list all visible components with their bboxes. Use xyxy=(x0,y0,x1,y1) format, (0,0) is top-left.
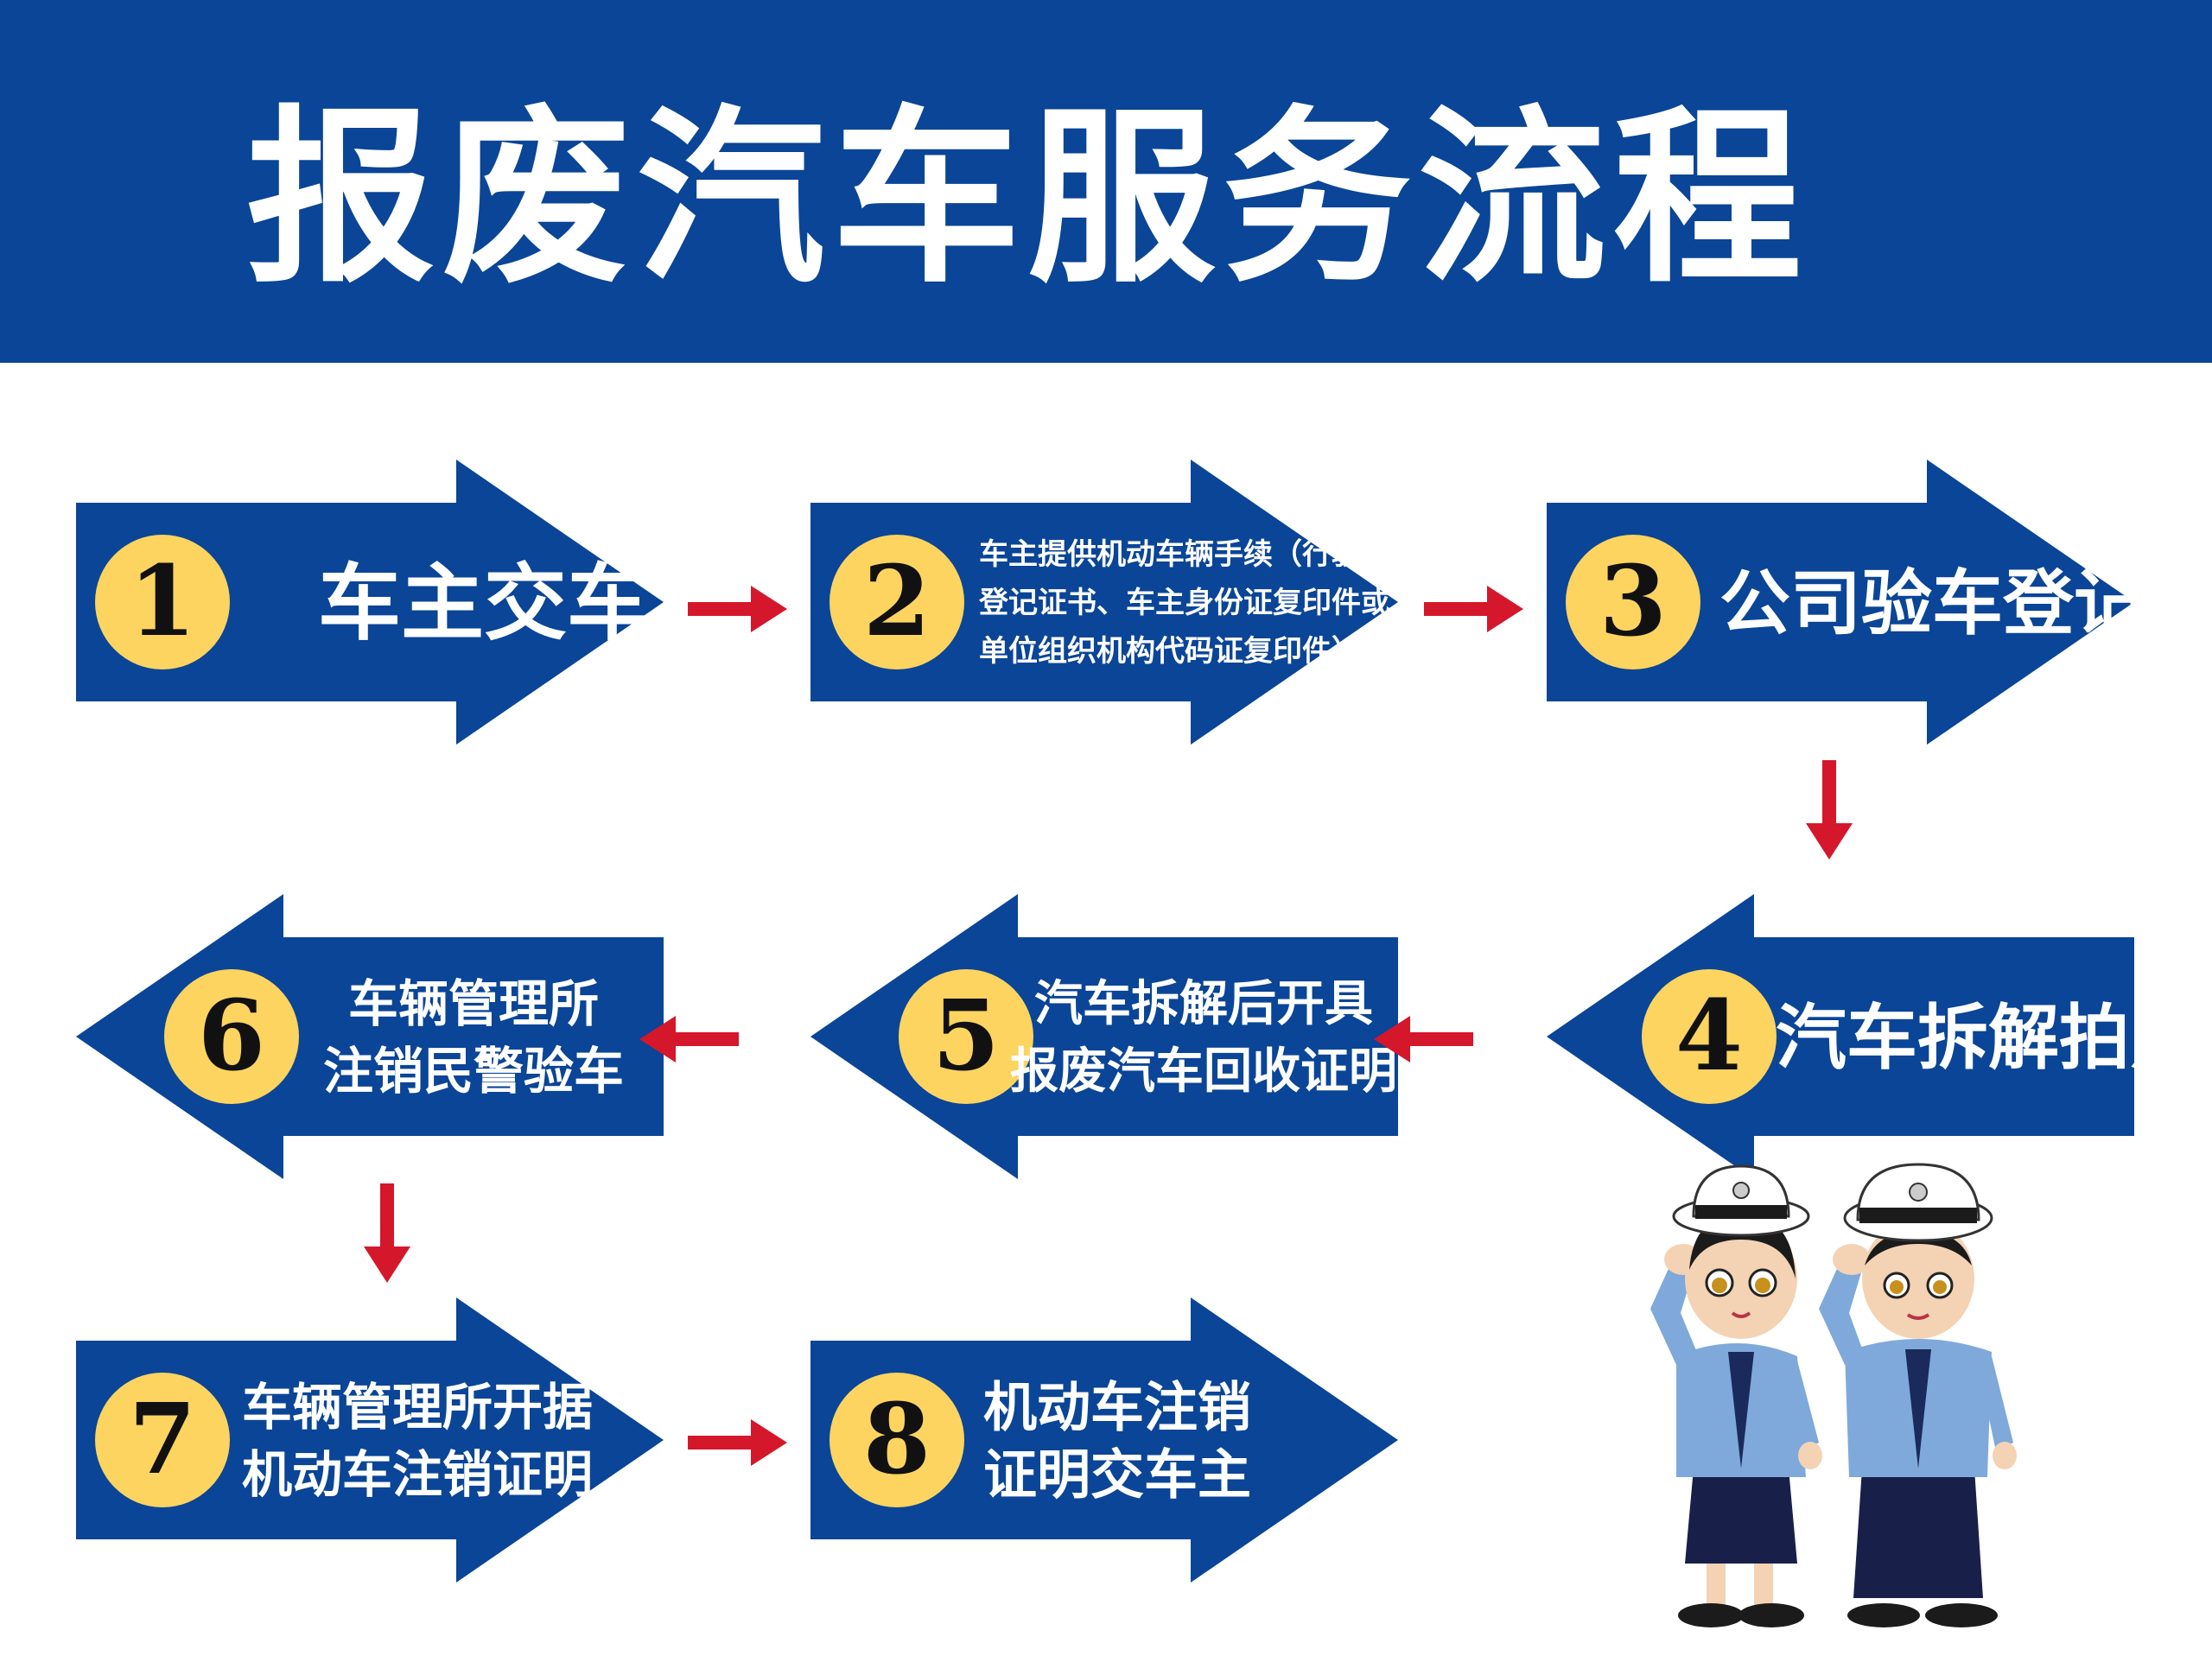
connector-2-to-3-arrow-icon xyxy=(1424,586,1523,632)
step-8-label-line-2: 证明交车主 xyxy=(983,1443,1251,1506)
step-1-number-badge xyxy=(95,535,230,669)
connector-6-to-7-arrow-icon xyxy=(364,1183,410,1283)
connector-4-to-5-arrow-icon xyxy=(1374,1016,1473,1063)
page-title: 报废汽车服务流程 xyxy=(246,90,1808,308)
step-7-number: 7 xyxy=(129,1383,196,1496)
step-1-arrow xyxy=(76,460,664,745)
step-4-number-badge xyxy=(1642,969,1777,1104)
connector-5-to-6-arrow-icon xyxy=(639,1016,739,1063)
step-2-number: 2 xyxy=(863,545,931,658)
step-7-label-line-2: 机动车注销证明 xyxy=(242,1445,593,1504)
step-3: 3 公司验车登记 xyxy=(1547,460,2145,745)
step-3-arrow xyxy=(1547,460,2134,745)
step-7-arrow xyxy=(76,1297,664,1583)
step-5-label-line-2: 报废汽车回收证明 xyxy=(1010,1044,1397,1100)
step-7-label-line-1: 车辆管理所开据 xyxy=(242,1378,593,1437)
step-2-label-line-1: 车主提供机动车辆手续（行驶证、 xyxy=(979,537,1420,572)
step-3-number-badge xyxy=(1566,535,1700,669)
step-8-label-line-1: 机动车注销 xyxy=(983,1375,1251,1438)
step-1: 1 车主交车 xyxy=(76,460,664,745)
step-6-label-line-2: 注销民警验车 xyxy=(323,1042,624,1101)
step-4: 4 汽车拆解拍照 xyxy=(1547,894,2201,1179)
connector-1-to-2-arrow-icon xyxy=(688,586,787,632)
step-3-number: 3 xyxy=(1599,545,1667,658)
step-7-number-badge xyxy=(95,1373,230,1507)
connector-7-to-8-arrow-icon xyxy=(688,1419,787,1466)
step-6-label-line-1: 车辆管理所 xyxy=(348,974,599,1033)
step-5-label-line-1: 汽车拆解后开具 xyxy=(1034,976,1373,1032)
step-2-label-line-3: 单位组织机构代码证复印件）。 xyxy=(979,634,1376,669)
step-6-arrow xyxy=(76,894,664,1179)
step-1-number: 1 xyxy=(129,545,196,658)
step-5-number-badge xyxy=(899,969,1033,1104)
step-2-arrow xyxy=(810,460,1398,745)
step-5-arrow xyxy=(810,894,1398,1179)
step-2: 2 车主提供机动车辆手续（行驶证、登记证书、车主身份证复印件或单位组织机构代码证复… xyxy=(810,460,1420,745)
step-6-number-badge xyxy=(164,969,299,1104)
connector-3-to-4-arrow-icon xyxy=(1806,760,1853,860)
female-officer-figure xyxy=(1650,1164,1822,1627)
step-8-number-badge xyxy=(830,1373,964,1507)
step-6-number: 6 xyxy=(198,980,265,1093)
step-5-number: 5 xyxy=(932,980,1000,1093)
step-4-arrow xyxy=(1547,894,2134,1179)
step-4-number: 4 xyxy=(1675,980,1743,1093)
step-8-number: 8 xyxy=(863,1383,931,1496)
step-4-label-line-1: 汽车拆解拍照 xyxy=(1776,998,2201,1080)
step-2-number-badge xyxy=(830,535,964,669)
traffic-police-officers-icon xyxy=(1650,1163,2017,1627)
step-8-arrow xyxy=(810,1297,1398,1583)
header-banner: 报废汽车服务流程 xyxy=(0,0,2212,363)
male-officer-figure xyxy=(1819,1163,2017,1627)
step-1-label-line-1: 车主交车 xyxy=(318,555,650,652)
step-3-label-line-1: 公司验车登记 xyxy=(1719,563,2145,645)
step-2-label-line-2: 登记证书、车主身份证复印件或 xyxy=(978,586,1390,620)
